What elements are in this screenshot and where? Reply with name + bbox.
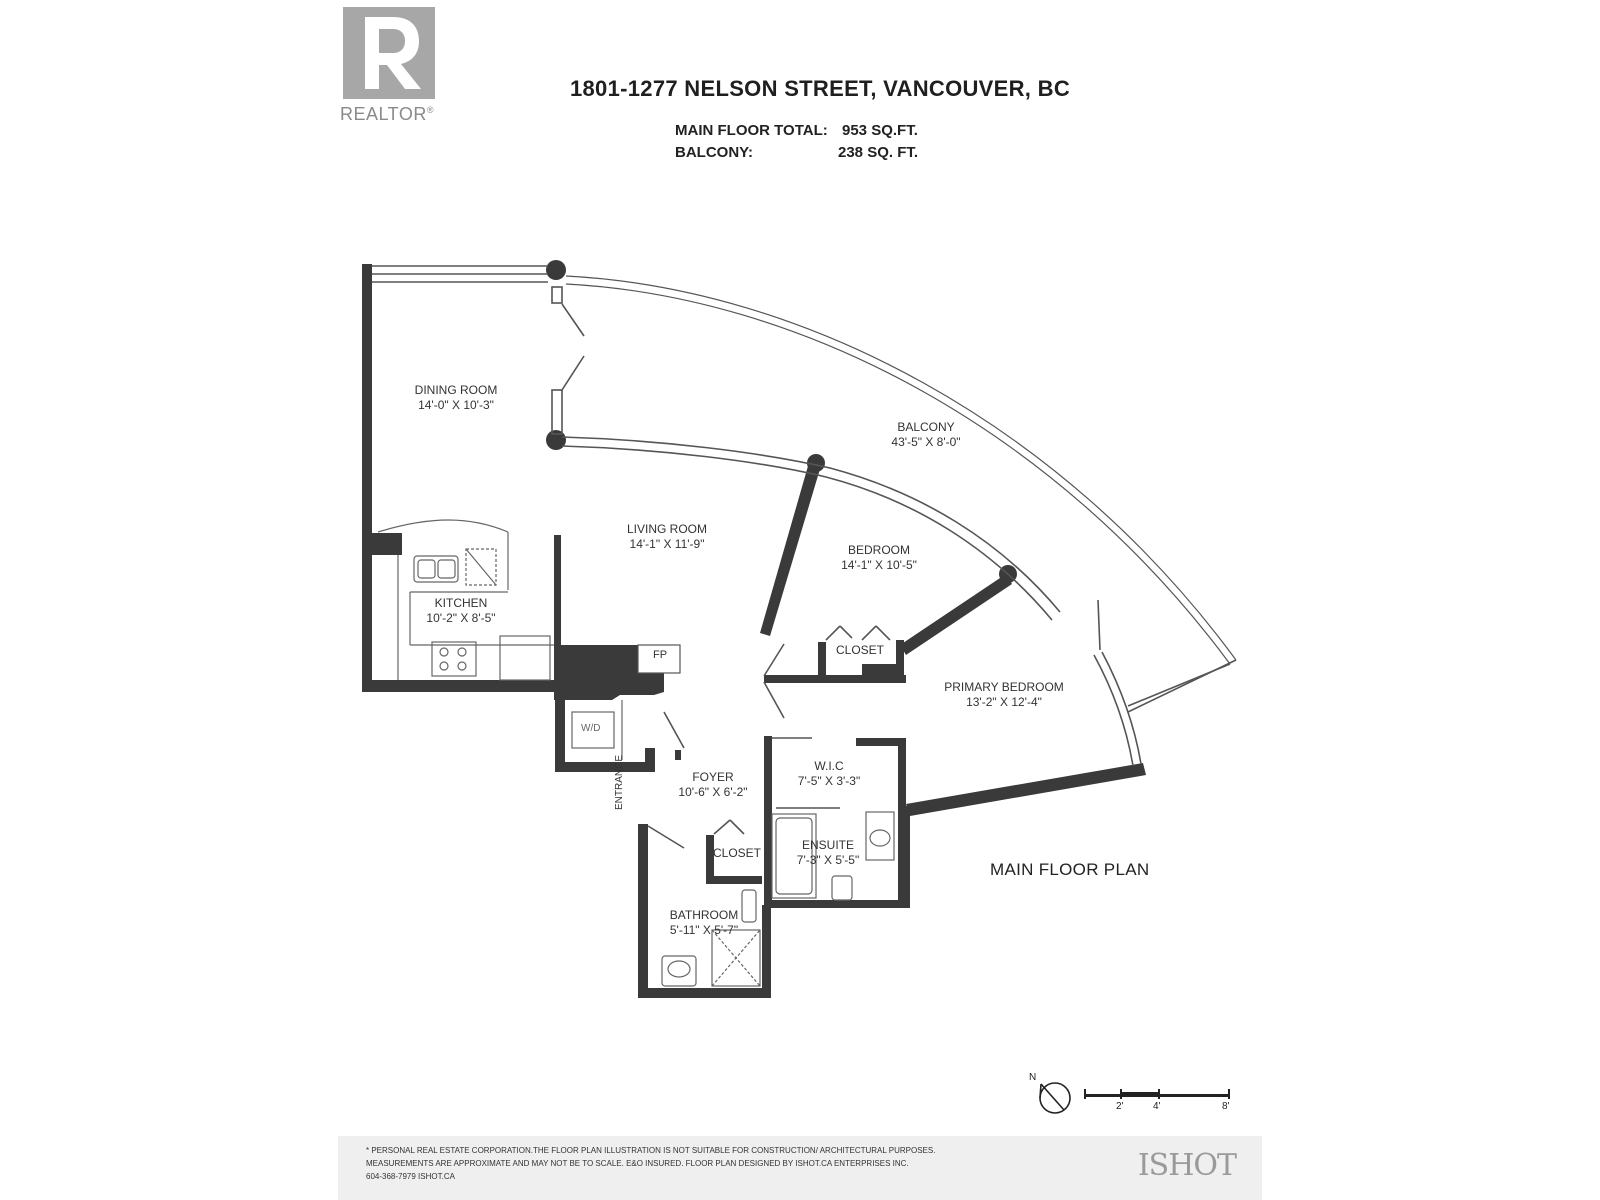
room-label-dining: DINING ROOM 14'-0" X 10'-3" <box>415 383 498 413</box>
wic-name: W.I.C <box>814 759 844 773</box>
room-label-kitchen: KITCHEN 10'-2" X 8'-5" <box>426 596 495 626</box>
primary-bedroom-size: 13'-2" X 12'-4" <box>966 695 1042 709</box>
living-room-name: LIVING ROOM <box>626 522 708 536</box>
disclaimer-line: * PERSONAL REAL ESTATE CORPORATION.THE F… <box>366 1146 936 1155</box>
closet-foyer-label: CLOSET <box>713 846 762 860</box>
room-label-wic: W.I.C 7'-5" X 3'-3" <box>798 759 860 789</box>
bedroom-size: 14'-1" X 10'-5" <box>841 558 917 572</box>
kitchen-size: 10'-2" X 8'-5" <box>426 611 496 625</box>
dining-room-name: DINING ROOM <box>414 383 498 397</box>
fireplace-box <box>637 644 681 674</box>
property-address: 1801-1277 NELSON STREET, VANCOUVER, BC <box>569 76 1071 101</box>
wic-size: 7'-5" X 3'-3" <box>797 774 861 788</box>
room-label-bedroom: BEDROOM 14'-1" X 10'-5" <box>841 543 917 573</box>
primary-bedroom-name: PRIMARY BEDROOM <box>944 680 1064 694</box>
living-room-size: 14'-1" X 11'-9" <box>629 537 705 551</box>
realtor-wordmark: REALTOR® <box>340 104 434 124</box>
door-swings <box>561 303 1101 849</box>
disclaimer-line: 604-368-7979 ISHOT.CA <box>366 1172 455 1181</box>
north-arrow-icon <box>1039 1082 1071 1114</box>
scale-tick-4: 4' <box>1153 1101 1161 1112</box>
room-label-ensuite: ENSUITE 7'-3" X 5'-5" <box>797 838 859 868</box>
realtor-r-logo-icon <box>343 7 435 99</box>
kitchen-fixtures <box>377 519 623 760</box>
ensuite-size: 7'-3" X 5'-5" <box>796 853 860 867</box>
room-label-living: LIVING ROOM 14'-1" X 11'-9" <box>627 522 707 552</box>
foyer-name: FOYER <box>692 770 734 784</box>
bedroom-name: BEDROOM <box>847 543 910 557</box>
closet-bedroom-label: CLOSET <box>836 643 885 657</box>
glazing-lines <box>372 265 1237 767</box>
scale-tick-8: 8' <box>1222 1101 1230 1112</box>
ensuite-name: ENSUITE <box>801 838 854 852</box>
fireplace-label: FP <box>653 649 668 661</box>
main-floor-value: 953 SQ.FT. <box>842 122 918 139</box>
balcony-area-label: BALCONY: <box>675 144 754 161</box>
main-floor-label: MAIN FLOOR TOTAL: <box>675 122 828 139</box>
floor-plan-walls <box>362 260 1146 998</box>
footer-bar: * PERSONAL REAL ESTATE CORPORATION.THE F… <box>338 1136 1262 1200</box>
dining-room-size: 14'-0" X 10'-3" <box>418 398 494 412</box>
north-label: N <box>1029 1072 1037 1083</box>
bathroom-name: BATHROOM <box>669 908 739 922</box>
room-label-bathroom: BATHROOM 5'-11" X 5'-7" <box>670 908 738 938</box>
bath-fixtures <box>661 811 895 987</box>
room-label-foyer: FOYER 10'-6" X 6'-2" <box>678 770 747 800</box>
scale-bar <box>1084 1089 1230 1099</box>
entrance-label: ENTRANCE <box>614 754 625 810</box>
scale-tick-2: 2' <box>1116 1101 1124 1112</box>
washer-dryer-label: W/D <box>581 723 601 734</box>
kitchen-name: KITCHEN <box>434 596 488 610</box>
ishot-brand-logo: ISHOT <box>1137 1148 1237 1183</box>
balcony-name: BALCONY <box>897 420 955 434</box>
foyer-size: 10'-6" X 6'-2" <box>678 785 748 799</box>
balcony-area-value: 238 SQ. FT. <box>838 144 919 161</box>
disclaimer-line: MEASUREMENTS ARE APPROXIMATE AND MAY NOT… <box>366 1159 909 1168</box>
room-label-primary-bedroom: PRIMARY BEDROOM 13'-2" X 12'-4" <box>944 680 1064 710</box>
balcony-size: 43'-5" X 8'-0" <box>891 435 961 449</box>
plan-title: MAIN FLOOR PLAN <box>990 860 1150 879</box>
disclaimer-text: * PERSONAL REAL ESTATE CORPORATION.THE F… <box>366 1144 1046 1183</box>
bathroom-size: 5'-11" X 5'-7" <box>669 923 739 937</box>
room-label-balcony: BALCONY 43'-5" X 8'-0" <box>891 420 960 450</box>
